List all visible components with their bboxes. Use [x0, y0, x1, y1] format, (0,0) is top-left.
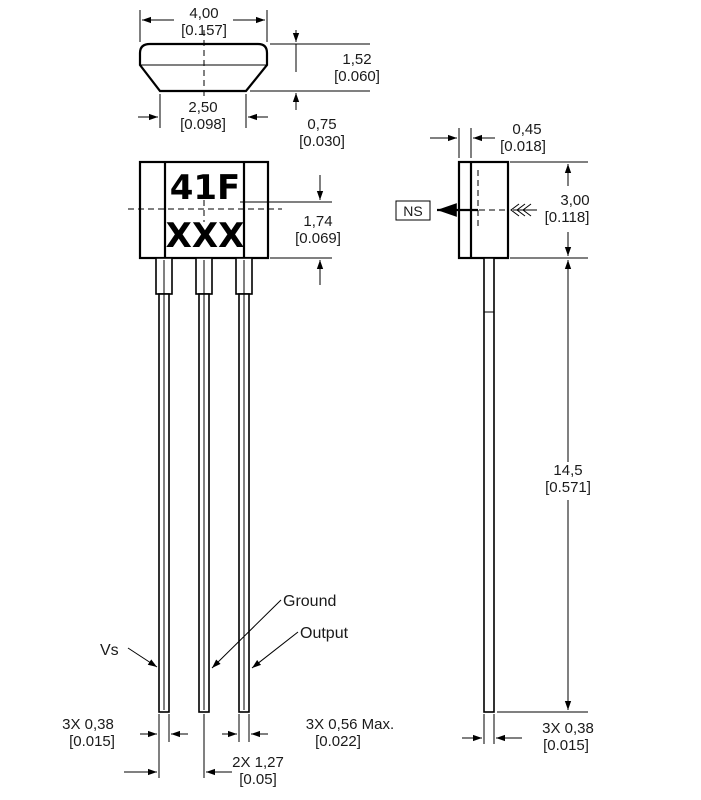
lead-width-dim-in: [0.015]: [69, 733, 115, 750]
side-lead-width-dim-mm: 3X 0,38: [542, 720, 594, 737]
body-height-dim-in: [0.118]: [545, 209, 590, 226]
top-view: 4,00 [0.157] 1,52 [0.060] 2,50 [0.098] 0…: [138, 5, 380, 150]
lead-length-dim-mm: 14,5: [553, 462, 582, 479]
lead-output: [235, 257, 253, 713]
lead-vs: [155, 257, 173, 713]
sensor-dim-in: [0.069]: [295, 230, 341, 247]
sensor-dim-mm: 1,74: [303, 213, 332, 230]
width-dim-mm: 4,00: [189, 5, 218, 22]
lead-max-dim-mm: 3X 0,56 Max.: [306, 716, 394, 733]
marking-line-2: XXX: [166, 216, 245, 256]
face-dim-mm: 0,45: [512, 121, 541, 138]
lead-ground: [195, 257, 213, 713]
top-view-body: [138, 42, 269, 93]
bottom-width-dim-in: [0.098]: [180, 116, 226, 133]
step-dim-mm: 0,75: [307, 116, 336, 133]
marking-line-1: 41F: [170, 168, 241, 208]
face-dim-in: [0.018]: [500, 138, 546, 155]
body-height-dim-mm: 3,00: [560, 192, 589, 209]
width-dim-in: [0.157]: [181, 22, 227, 39]
side-lead-width-dim-in: [0.015]: [543, 737, 589, 754]
lead-length-dim-in: [0.571]: [545, 479, 591, 496]
side-view: 0,45 [0.018] NS 3,00 [0.118] 14,5 [0.571…: [395, 121, 594, 754]
pole-label: NS: [403, 203, 422, 219]
magnetic-field-icon: [510, 203, 537, 217]
front-view: 41F XXX 1,74 [0.069] Vs Ground: [62, 160, 394, 788]
bottom-width-dim-mm: 2,50: [188, 99, 217, 116]
leader-vs: [127, 647, 158, 668]
pin-label-ground: Ground: [283, 593, 336, 610]
lead-width-dim-mm: 3X 0,38: [62, 716, 114, 733]
height-dim-mm: 1,52: [342, 51, 371, 68]
pole-label-box: [395, 200, 431, 221]
lead-max-dim-in: [0.022]: [315, 733, 361, 750]
pin-label-vs: Vs: [100, 642, 119, 659]
step-dim-in: [0.030]: [299, 133, 345, 150]
side-lead: [483, 257, 495, 713]
leader-output: [251, 631, 299, 669]
pitch-dim-in: [0.05]: [239, 771, 277, 788]
height-dim-in: [0.060]: [334, 68, 380, 85]
pin-label-output: Output: [300, 625, 349, 642]
pitch-dim-mm: 2X 1,27: [232, 754, 284, 771]
leader-ground: [211, 599, 282, 669]
